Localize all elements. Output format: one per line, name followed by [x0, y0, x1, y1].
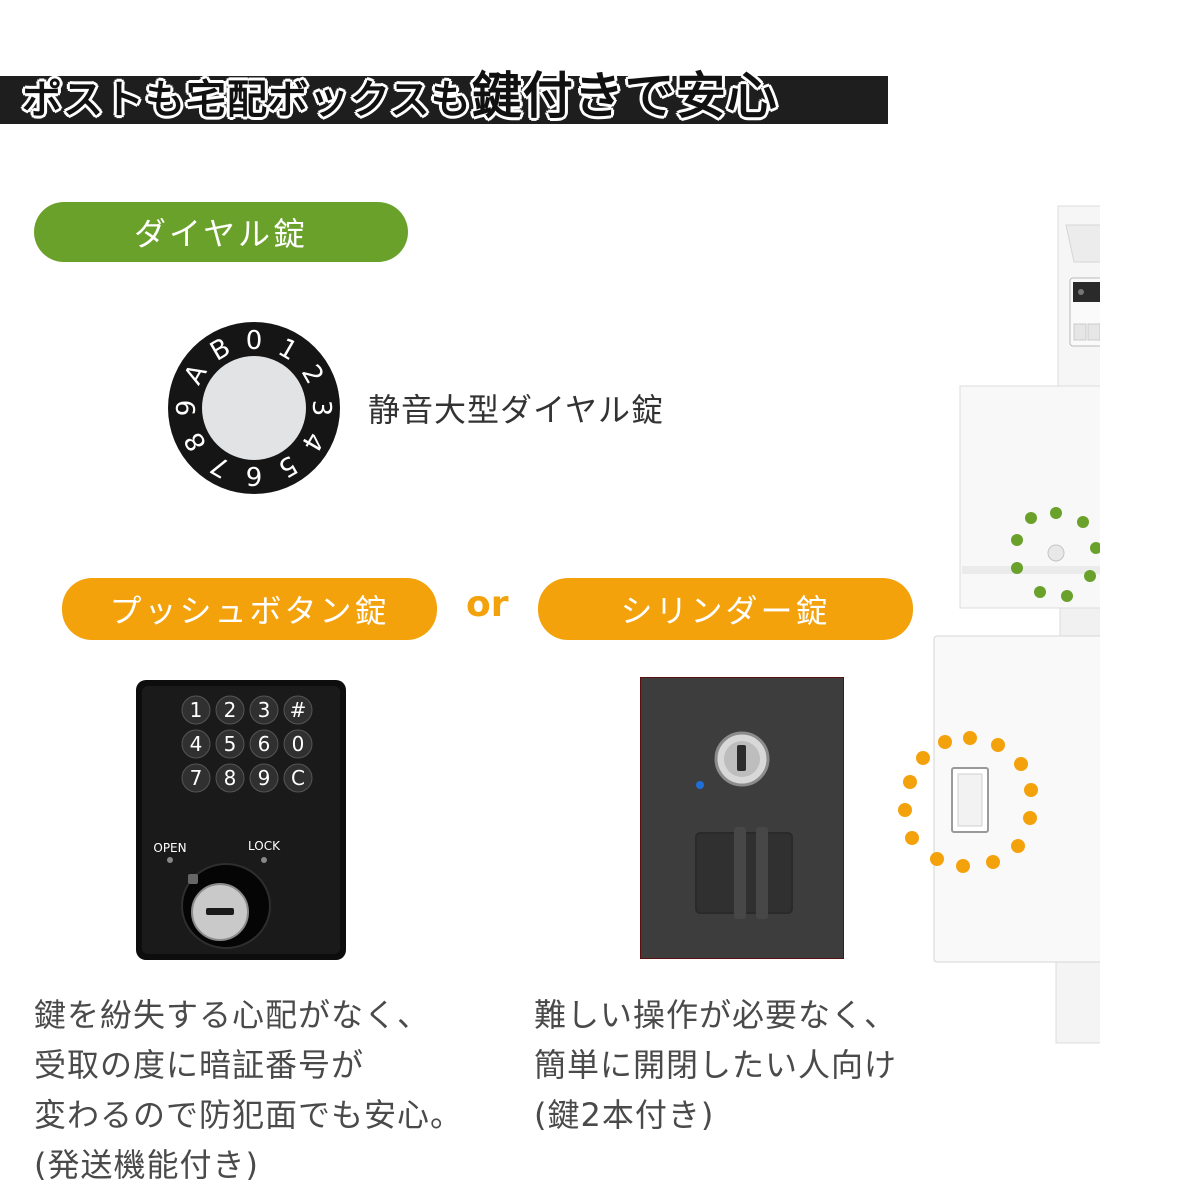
desc-line: 難しい操作が必要なく、	[534, 996, 898, 1034]
keypad-key-label: #	[290, 698, 307, 722]
keypad-key	[249, 729, 279, 759]
header-bar	[0, 76, 888, 124]
keypad-key-label: 8	[224, 766, 237, 790]
title-part1: ポストも宅配ボックスも	[22, 77, 472, 123]
push-cylinder-location-markers	[898, 731, 1038, 873]
dial-digit: 9	[172, 400, 202, 417]
keypad-key	[283, 695, 313, 725]
dial-lock-caption: 静音大型ダイヤル錠	[368, 391, 665, 429]
cylinder-lock-icon	[640, 677, 844, 959]
keypad-key-label: 7	[190, 766, 203, 790]
keypad-key	[215, 695, 245, 725]
desc-line: 鍵を紛失する心配がなく、	[34, 996, 431, 1034]
push-lock-description: 鍵を紛失する心配がなく、 受取の度に暗証番号が 変わるので防犯面でも安心。 (発…	[34, 990, 463, 1190]
or-label: or	[466, 584, 509, 625]
dial-digit: 0	[246, 326, 263, 356]
lock-label: LOCK	[248, 839, 281, 853]
keypad-key-label: 4	[190, 732, 203, 756]
keypad-key-label: 6	[258, 732, 271, 756]
dial-location-markers	[1011, 507, 1100, 602]
keypad-key-label: 9	[258, 766, 271, 790]
keypad-key-label: 5	[224, 732, 237, 756]
keypad-key	[249, 763, 279, 793]
desc-line: 受取の度に暗証番号が	[34, 1046, 365, 1084]
page-title: ポストも宅配ボックスも鍵付きで安心	[22, 56, 778, 128]
keypad-key	[215, 763, 245, 793]
keypad-key	[181, 729, 211, 759]
keypad-key	[215, 729, 245, 759]
dial-center	[202, 356, 306, 460]
dial-digit: 3	[306, 400, 336, 417]
keypad-key-label: C	[291, 766, 305, 790]
keypad-key	[181, 763, 211, 793]
keypad-key-label: 3	[258, 698, 271, 722]
title-part2: 鍵付きで安心	[471, 67, 778, 125]
dial-lock-pill: ダイヤル錠	[34, 202, 408, 262]
keypad-key-label: 0	[292, 732, 305, 756]
keypad-key	[181, 695, 211, 725]
desc-line: (鍵2本付き)	[534, 1096, 715, 1134]
keypad-key	[283, 729, 313, 759]
desc-line: (発送機能付き)	[34, 1146, 259, 1184]
cylinder-lock-description: 難しい操作が必要なく、 簡単に開閉したい人向け (鍵2本付き)	[534, 990, 897, 1140]
keypad-key	[249, 695, 279, 725]
push-button-lock-pill: プッシュボタン錠	[62, 578, 437, 640]
desc-line: 変わるので防犯面でも安心。	[34, 1096, 464, 1134]
cylinder-lock-pill: シリンダー錠	[538, 578, 913, 640]
dial-digit: 6	[246, 460, 263, 490]
keypad-key	[283, 763, 313, 793]
desc-line: 簡単に開閉したい人向け	[534, 1046, 898, 1084]
post-pole-icon	[898, 205, 1100, 1044]
keypad-key-label: 2	[224, 698, 237, 722]
keypad-key-label: 1	[190, 698, 203, 722]
open-label: OPEN	[153, 841, 186, 855]
